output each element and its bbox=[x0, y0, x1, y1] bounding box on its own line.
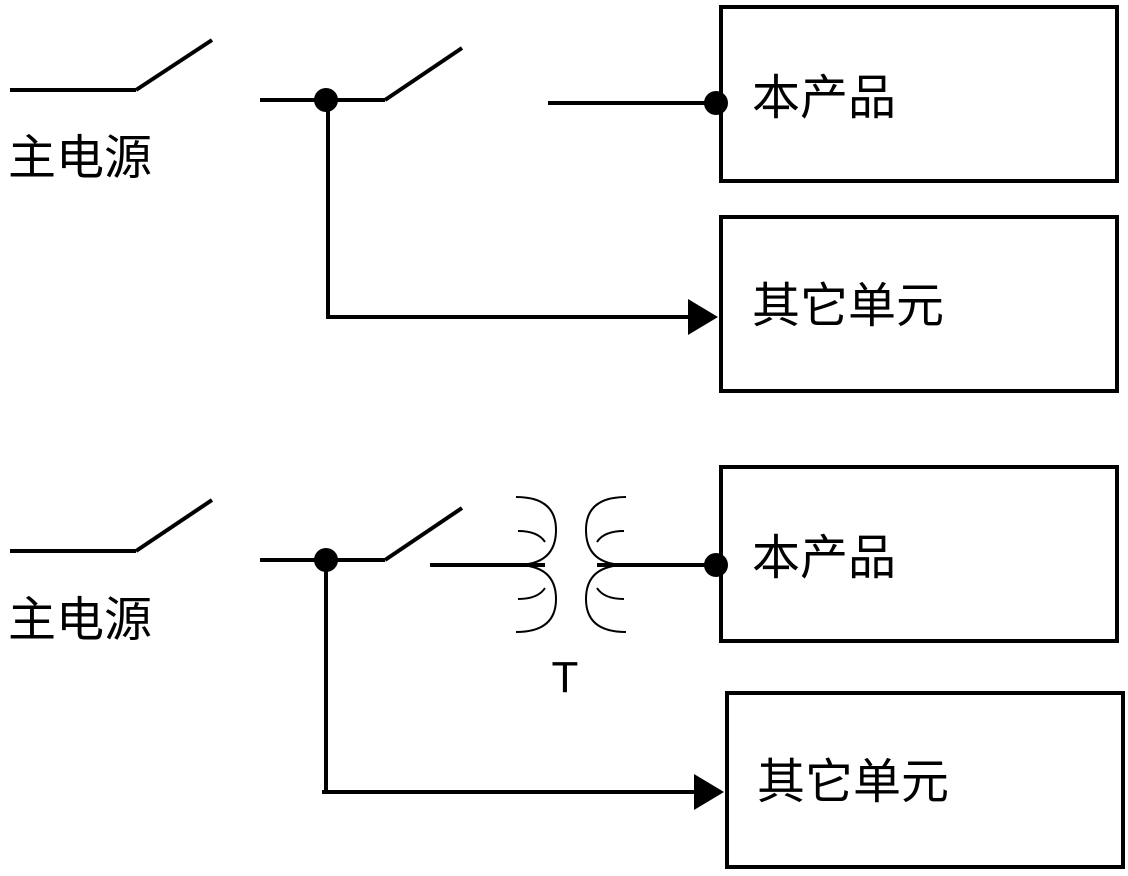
bottom-branch-switch bbox=[260, 506, 464, 562]
top-circuit: 本产品 其它单元 主电源 bbox=[8, 5, 1119, 393]
top-branch-wire bbox=[326, 100, 690, 319]
bottom-circuit: T 本产品 其它单元 主电源 bbox=[8, 465, 1125, 869]
top-main-switch-blade bbox=[134, 38, 214, 92]
top-product-terminal-node bbox=[704, 91, 728, 115]
top-other-units-box bbox=[719, 215, 1119, 393]
bottom-main-switch-blade bbox=[134, 498, 214, 553]
top-branch-switch-blade bbox=[383, 46, 464, 102]
top-branch-switch bbox=[260, 46, 464, 102]
top-product-label: 本产品 bbox=[752, 70, 896, 126]
bottom-branch-arrow bbox=[694, 774, 724, 810]
transformer-label: T bbox=[552, 653, 579, 702]
bottom-source-label: 主电源 bbox=[8, 592, 152, 648]
top-junction-node bbox=[314, 88, 338, 112]
transformer-primary-coil bbox=[515, 496, 558, 633]
bottom-product-terminal-node bbox=[704, 553, 728, 577]
top-main-switch bbox=[10, 38, 214, 92]
transformer-icon bbox=[430, 496, 716, 633]
bottom-product-label: 本产品 bbox=[752, 530, 896, 586]
top-other-units-label: 其它单元 bbox=[752, 278, 944, 334]
bottom-product-box bbox=[719, 465, 1119, 643]
bottom-other-units-box bbox=[725, 691, 1125, 869]
bottom-junction-node bbox=[314, 548, 338, 572]
bottom-branch-wire bbox=[324, 560, 698, 794]
bottom-other-units-label: 其它单元 bbox=[757, 754, 949, 810]
bottom-branch-switch-blade bbox=[383, 506, 464, 562]
top-product-box bbox=[719, 5, 1119, 183]
bottom-main-switch bbox=[10, 498, 214, 553]
top-source-label: 主电源 bbox=[8, 130, 152, 186]
top-branch-arrow bbox=[688, 299, 718, 335]
